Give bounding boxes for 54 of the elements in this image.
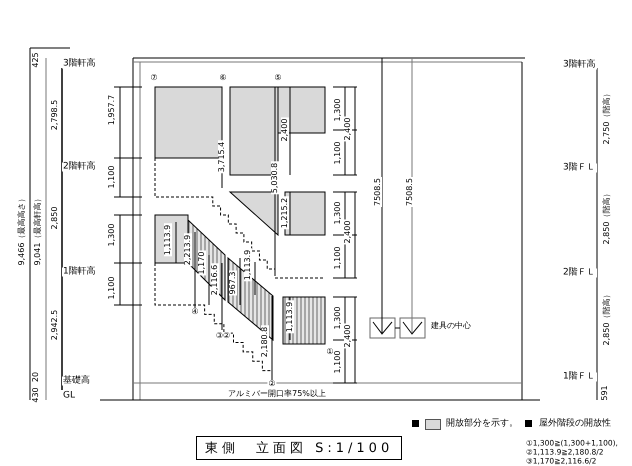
dimension-label: 1,113.9 <box>164 224 172 256</box>
callout-number: ② <box>267 380 277 388</box>
annotation-text: 建具の中心 <box>430 322 472 330</box>
callout-number: ① <box>325 348 335 356</box>
dimension-label: 20 <box>32 370 40 384</box>
dimension-label: 2,400 <box>344 324 352 348</box>
callout-number: ⑤ <box>273 74 283 82</box>
dimension-label: 1,100 <box>334 246 342 270</box>
dimension-label: 5,030.8 <box>271 162 279 194</box>
level-label: 3階軒高 <box>62 60 97 68</box>
dimension-label: 430 <box>32 386 40 404</box>
callout-number: ⑦ <box>149 74 159 82</box>
drawing-title: 東側 立面図 S:1/100 <box>196 436 402 460</box>
dimension-label: 1,100 <box>334 140 342 166</box>
dimension-label: 1,300 <box>334 306 342 330</box>
dimension-label: 2,400 <box>344 220 352 244</box>
callout-number: ③② <box>214 332 232 340</box>
dimension-label: 2,400 <box>344 116 352 142</box>
dimension-label: 1,100 <box>108 276 116 300</box>
callout-number: ⑥ <box>218 74 228 82</box>
dimension-label: 2,400 <box>281 118 289 142</box>
level-label: 基礎高 <box>62 376 91 386</box>
dimension-label: 7508.5 <box>374 177 382 207</box>
dimension-label: 591 <box>601 384 609 402</box>
legend-heading: 屋外階段の開放性 <box>538 420 612 428</box>
dimension-label: 1,113.9 <box>244 248 252 282</box>
dimension-label: 3,715.4 <box>218 140 226 174</box>
level-label: 3階ＦＬ <box>562 164 597 172</box>
level-label: 1階軒高 <box>62 268 97 276</box>
dimension-label: 967.3 <box>229 270 237 296</box>
level-label: 2階ＦＬ <box>562 268 597 278</box>
dimension-label: 425 <box>32 51 40 69</box>
level-label: 2階軒高 <box>62 162 97 172</box>
dimension-label: 2,180.8 <box>261 326 269 358</box>
dimension-label: 1,957.7 <box>108 94 116 126</box>
dimension-label: 1,170 <box>198 250 206 276</box>
dimension-label: 1,100 <box>334 350 342 374</box>
annotation-text: アルミバー開口率75%以上 <box>227 390 327 398</box>
dimension-label: 7508.5 <box>406 177 414 207</box>
dimension-label: 1,113.9 <box>286 300 294 334</box>
dimension-label: 1,300 <box>334 98 342 122</box>
dimension-label: 2,798.5 <box>51 98 59 132</box>
level-label: 1階ＦＬ <box>562 372 597 382</box>
dimension-label: 1,300 <box>334 200 342 226</box>
dimension-label: 1,215.2 <box>281 196 289 230</box>
dimension-label: 1,100 <box>108 164 116 190</box>
dimension-label: 2,850 <box>51 206 59 230</box>
dimension-label: 2,942.5 <box>51 308 59 342</box>
level-label: GL <box>62 392 76 400</box>
dimension-label: 2,116.6 <box>211 264 219 296</box>
dimension-label: 2,213.9 <box>184 234 192 266</box>
level-label: 3階軒高 <box>562 60 597 70</box>
dimension-label: 1,300 <box>108 222 116 248</box>
callout-number: ④ <box>190 308 200 316</box>
